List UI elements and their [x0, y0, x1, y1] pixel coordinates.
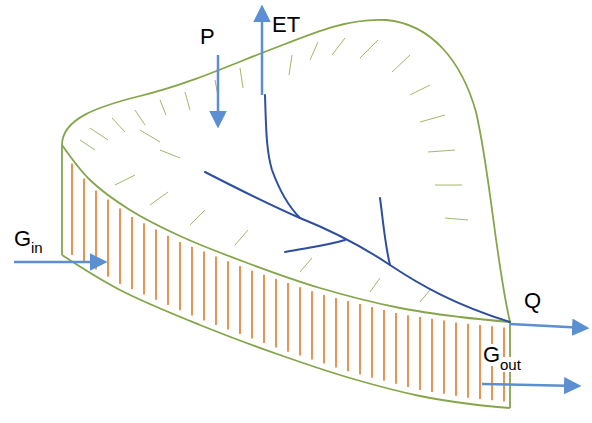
wall-stripe	[299, 287, 301, 355]
wall-stripe	[323, 295, 325, 363]
wall-stripe	[311, 291, 313, 359]
wall-stripe	[227, 261, 229, 329]
wall-stripe	[143, 223, 145, 294]
wall-stripe	[383, 310, 385, 381]
slope-mark	[300, 258, 312, 272]
slope-mark	[80, 140, 95, 150]
flux-subscript: in	[31, 240, 43, 255]
slope-mark	[289, 55, 292, 75]
wall-stripe	[119, 209, 121, 285]
wall-stripe	[239, 266, 241, 334]
wall-stripe	[419, 317, 421, 390]
slope-mark	[445, 218, 468, 220]
slope-mark	[420, 115, 445, 122]
wall-stripe	[371, 307, 373, 378]
wall-stripe	[191, 247, 193, 316]
wall-stripe	[179, 242, 181, 310]
outline-edge	[62, 255, 510, 408]
wall-stripe	[407, 315, 409, 387]
evapotranspiration-arrow	[261, 8, 264, 95]
catchment-outline	[62, 20, 510, 408]
tributary	[265, 95, 300, 218]
wall-stripe	[71, 164, 73, 256]
slope-mark	[410, 85, 430, 95]
tributary	[285, 240, 345, 252]
wall-stripe	[431, 319, 433, 392]
slope-mark	[112, 118, 125, 132]
outline-edge	[61, 145, 63, 255]
flux-arrows	[14, 8, 586, 386]
flux-symbol: G	[14, 228, 31, 250]
wall-stripe	[455, 322, 457, 395]
flux-symbol: P	[200, 26, 215, 48]
slope-mark	[140, 130, 160, 142]
slope-mark	[160, 150, 180, 158]
slope-hatching	[80, 38, 468, 302]
flux-symbol: Q	[524, 290, 541, 312]
wall-stripe	[95, 191, 97, 270]
wall-stripe	[287, 283, 289, 352]
wall-stripe	[131, 217, 133, 289]
wall-stripe	[155, 230, 157, 300]
slope-mark	[360, 40, 378, 58]
slope-mark	[435, 185, 462, 186]
wall-stripe	[83, 179, 85, 263]
slope-mark	[428, 150, 455, 152]
wall-stripe	[215, 256, 217, 325]
wall-stripe	[203, 252, 205, 321]
discharge-arrow	[510, 324, 586, 328]
wall-stripe	[395, 313, 397, 384]
groundwater-inflow-arrow	[14, 261, 104, 264]
slope-mark	[135, 110, 145, 125]
groundwater-outflow-arrow	[482, 384, 578, 386]
wall-stripe	[443, 321, 445, 394]
wall-stripe	[335, 298, 337, 367]
slope-mark	[370, 278, 380, 292]
side-wall-hatching	[72, 164, 504, 402]
wall-stripe	[479, 325, 481, 399]
slope-mark	[420, 290, 430, 302]
slope-mark	[185, 92, 190, 110]
slope-mark	[310, 42, 318, 60]
slope-mark	[115, 175, 135, 185]
wall-stripe	[251, 271, 253, 339]
wall-stripe	[359, 304, 361, 375]
slope-mark	[240, 68, 243, 88]
wall-stripe	[275, 279, 277, 348]
slope-mark	[190, 210, 205, 225]
main-channel	[205, 172, 510, 322]
wall-stripe	[263, 275, 265, 343]
slope-mark	[392, 55, 410, 72]
tributary	[380, 198, 390, 265]
slope-mark	[150, 192, 168, 205]
wall-stripe	[107, 200, 109, 277]
slope-mark	[332, 38, 345, 55]
outline-edge	[62, 20, 510, 322]
precipitation-arrow	[217, 55, 220, 125]
slope-mark	[90, 128, 108, 140]
stream-network	[205, 95, 510, 322]
wall-stripe	[167, 236, 169, 305]
wall-stripe	[467, 324, 469, 398]
slope-mark	[160, 100, 166, 115]
flux-subscript: out	[499, 357, 522, 372]
flux-symbol: ET	[272, 14, 300, 36]
slope-mark	[235, 230, 248, 245]
wall-stripe	[347, 301, 349, 371]
